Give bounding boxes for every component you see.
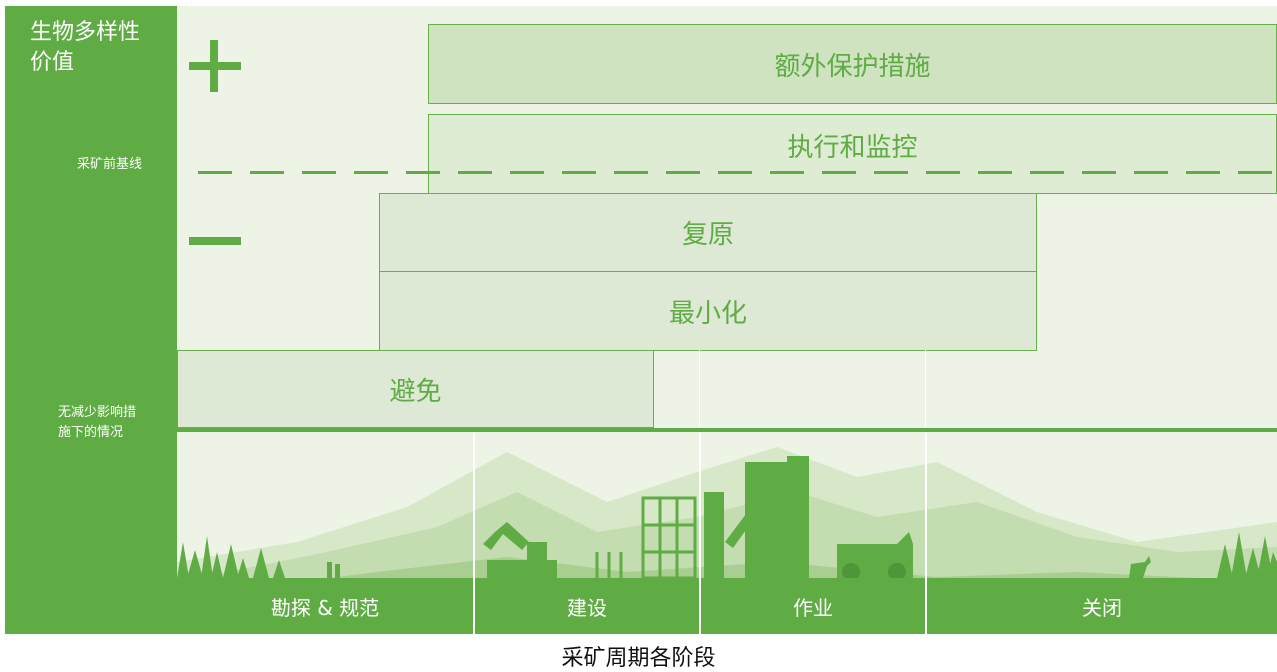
baseline-dashed-line [198, 171, 1277, 174]
additional-measures-label: 额外保护措施 [774, 51, 931, 82]
no-mitigation-label: 无减少影响措 施下的情况 [58, 403, 170, 443]
baseline-label: 采矿前基线 [77, 157, 143, 172]
minimize-label: 最小化 [668, 298, 747, 329]
phase-gridline [925, 350, 926, 430]
phase-gridline [699, 350, 700, 430]
restore-label: 复原 [681, 220, 734, 250]
avoid-label: 避免 [389, 376, 442, 407]
axis-title-line1: 生物多样性 [30, 20, 141, 45]
no-mitigation-line [177, 428, 1277, 432]
phase-construction: 建设 [567, 595, 607, 620]
phase-bar [177, 578, 1277, 634]
value-axis-sidebar [5, 6, 177, 634]
minus-icon [189, 237, 241, 245]
implement-monitor-box: 执行和监控 [428, 114, 1277, 194]
phase-closure: 关闭 [1082, 595, 1122, 620]
implement-monitor-label: 执行和监控 [787, 133, 918, 163]
axis-title-line2: 价值 [30, 50, 75, 75]
no-mitigation-label-line2: 施下的情况 [58, 425, 124, 440]
avoid-box: 避免 [177, 350, 654, 428]
axis-title: 生物多样性 价值 [30, 18, 140, 78]
minimize-box: 最小化 [379, 271, 1037, 351]
phase-operation: 作业 [793, 595, 833, 620]
phase-exploration: 勘探 & 规范 [270, 595, 380, 620]
phase-separator [473, 432, 475, 634]
mining-cycle-title: 采矿周期各阶段 [561, 646, 716, 671]
restore-box: 复原 [379, 193, 1037, 272]
no-mitigation-label-line1: 无减少影响措 [58, 405, 137, 420]
phase-separator [925, 432, 927, 634]
additional-measures-box: 额外保护措施 [428, 24, 1277, 104]
phase-separator [699, 432, 701, 634]
